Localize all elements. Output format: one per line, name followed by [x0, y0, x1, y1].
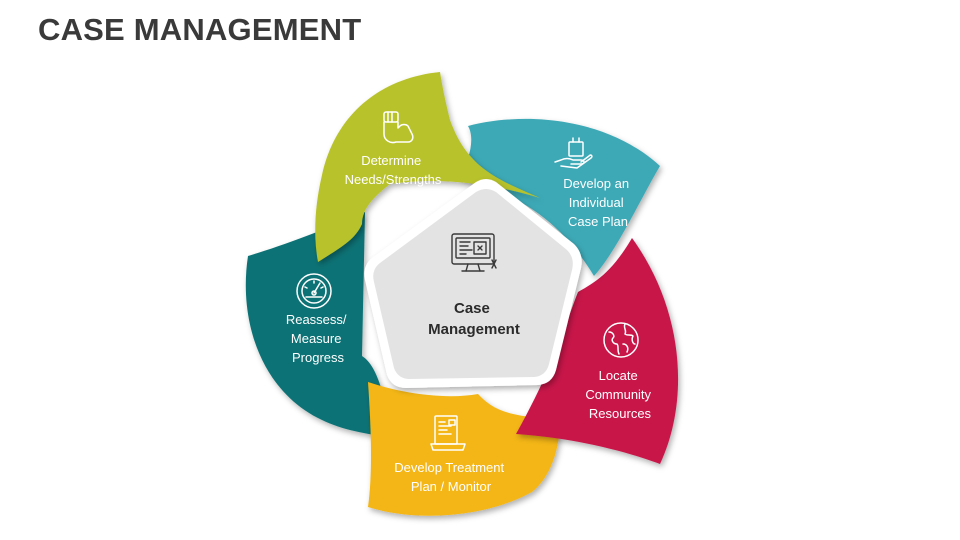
segment-reassess[interactable] — [245, 212, 392, 437]
center-label: Case Management — [428, 300, 520, 338]
center-label-line-2: Management — [428, 321, 520, 338]
center-pentagon — [373, 189, 573, 379]
segment-develop-plan-line-1: Develop an — [563, 176, 629, 191]
center-label-line-1: Case — [454, 300, 490, 317]
segment-determine-line-1: Determine — [361, 153, 421, 168]
segment-develop-plan-line-2: Individual — [569, 195, 624, 210]
raised-fist-icon — [383, 111, 414, 144]
segment-develop-plan-label: Develop an Individual Case Plan — [563, 176, 632, 229]
segment-locate-line-3: Resources — [589, 406, 652, 421]
segment-treatment-line-1: Develop Treatment — [394, 460, 504, 475]
segment-treatment-label: Develop Treatment Plan / Monitor — [394, 460, 507, 494]
segment-locate-label: Locate Community Resources — [585, 368, 654, 421]
speedometer-icon — [296, 273, 332, 309]
segment-determine-label: Determine Needs/Strengths — [345, 153, 442, 187]
center-hub: Case Management — [364, 179, 582, 388]
computer-monitor-icon — [451, 233, 497, 272]
segment-locate-line-1: Locate — [599, 368, 638, 383]
laptop-document-icon — [430, 415, 466, 451]
segment-determine[interactable] — [315, 72, 540, 262]
globe-icon — [603, 322, 639, 358]
segment-develop-plan-shape — [460, 118, 660, 276]
segment-reassess-shape — [245, 212, 392, 437]
page-title: CASE MANAGEMENT — [38, 12, 362, 47]
segment-locate[interactable] — [516, 238, 679, 464]
segment-treatment-line-2: Plan / Monitor — [411, 479, 492, 494]
segment-locate-line-2: Community — [585, 387, 651, 402]
segment-reassess-line-2: Measure — [291, 331, 342, 346]
segment-develop-plan-line-3: Case Plan — [568, 214, 628, 229]
segment-determine-shape — [315, 72, 540, 262]
segment-reassess-line-3: Progress — [292, 350, 345, 365]
segment-develop-plan[interactable] — [460, 118, 660, 276]
segment-reassess-label: Reassess/ Measure Progress — [286, 312, 350, 365]
segment-reassess-line-1: Reassess/ — [286, 312, 347, 327]
segment-locate-shape — [516, 238, 679, 464]
hand-giving-icon — [554, 137, 593, 169]
segment-determine-line-2: Needs/Strengths — [345, 172, 442, 187]
